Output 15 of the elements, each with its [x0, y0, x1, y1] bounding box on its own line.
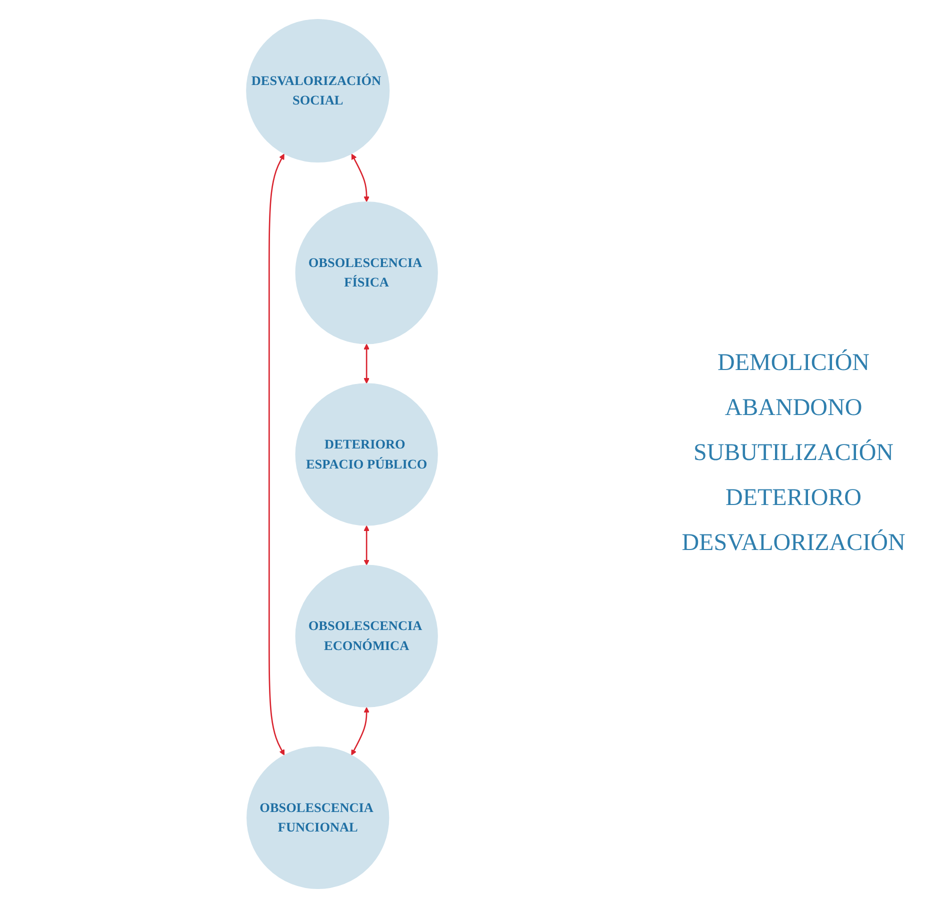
- node-circle: OBSOLESCENCIA FUNCIONAL: [246, 746, 389, 889]
- node-circle: DESVALORIZACIÓN SOCIAL: [246, 18, 390, 162]
- center-term: DEMOLICIÓN: [718, 350, 870, 377]
- center-term: DESVALORIZACIÓN: [682, 530, 906, 557]
- center-term: DETERIORO: [726, 485, 862, 512]
- arrow: [350, 706, 370, 755]
- node-circle: OBSOLESCENCIA ECONÓMICA: [294, 564, 438, 707]
- arrow: [268, 153, 284, 755]
- arrow: [363, 524, 370, 565]
- arrow: [363, 343, 370, 384]
- node-circle: OBSOLESCENCIA FÍSICA: [294, 200, 438, 344]
- arrow: [351, 153, 370, 202]
- center-term: SUBUTILIZACIÓN: [694, 440, 894, 467]
- center-term: ABANDONO: [724, 395, 862, 422]
- node-circle: DETERIORO ESPACIO PÚBLICO: [294, 382, 438, 526]
